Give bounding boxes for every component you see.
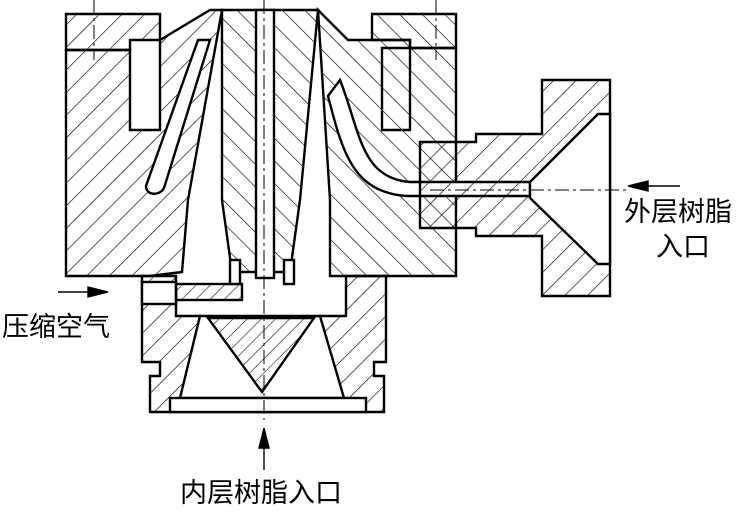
- air-tube: [144, 38, 212, 195]
- center-rod: [254, 8, 276, 280]
- air-jet-pin-left: [228, 258, 242, 286]
- outer-resin-inlet-label-line2: 入口: [656, 232, 710, 263]
- air-jet-block: [140, 280, 178, 306]
- outer-resin-arrow-head: [627, 180, 649, 192]
- die-body-left: [64, 8, 224, 278]
- air-jet-bore: [174, 282, 244, 302]
- top-flange-left: [64, 12, 162, 52]
- inner-resin-arrow-head: [258, 427, 270, 449]
- bottom-ring: [168, 396, 368, 414]
- outer-resin-inlet-body: [418, 78, 612, 298]
- air-arrow-head: [87, 286, 109, 298]
- inner-resin-inlet-label: 内层树脂入口: [180, 478, 342, 509]
- inner-cone: [205, 316, 317, 395]
- top-flange-right: [370, 12, 458, 50]
- outer-resin-inlet-label-line1: 外层树脂: [624, 197, 732, 228]
- compressed-air-label: 压缩空气: [2, 312, 110, 343]
- inlet-cone: [528, 112, 612, 266]
- air-jet-pin-right: [282, 258, 296, 286]
